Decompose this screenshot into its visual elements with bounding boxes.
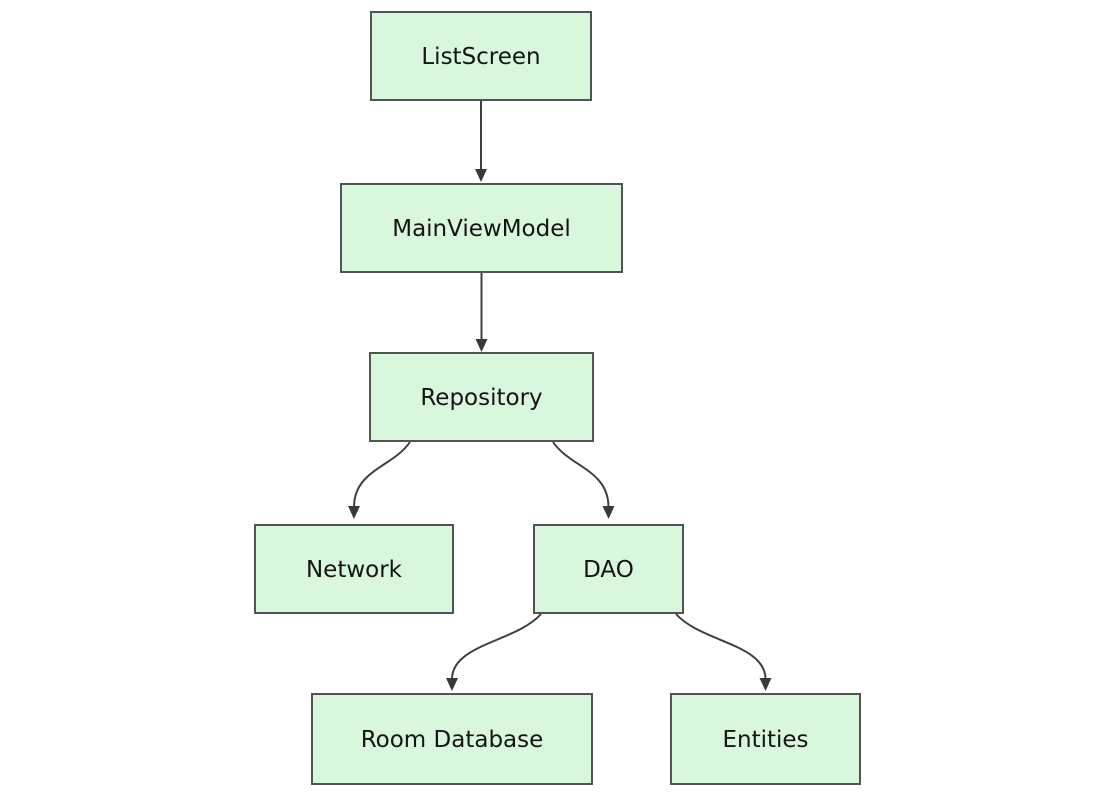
edge-dao-roomdatabase — [446, 613, 542, 691]
edge-repository-network — [348, 441, 411, 519]
edge-repository-dao — [552, 441, 615, 519]
node-room-database-label: Room Database — [361, 727, 544, 753]
node-network-box — [254, 524, 454, 614]
node-mainviewmodel-label: MainViewModel — [392, 216, 571, 242]
node-repository: Repository — [369, 352, 594, 442]
node-repository-label: Repository — [420, 385, 542, 411]
node-network: Network — [254, 524, 454, 614]
node-dao-box — [533, 524, 684, 614]
edge-dao-entities — [675, 613, 772, 691]
node-listscreen: ListScreen — [370, 11, 592, 101]
node-room-database: Room Database — [311, 693, 593, 785]
node-entities-box — [670, 693, 861, 785]
node-mainviewmodel-box — [340, 183, 623, 273]
node-entities-label: Entities — [722, 727, 808, 753]
node-listscreen-box — [370, 11, 592, 101]
node-repository-box — [369, 352, 594, 442]
node-entities: Entities — [670, 693, 861, 785]
node-dao-label: DAO — [583, 557, 634, 583]
node-listscreen-label: ListScreen — [421, 44, 540, 70]
node-network-label: Network — [306, 557, 403, 583]
node-dao: DAO — [533, 524, 684, 614]
node-room-database-box — [311, 693, 593, 785]
node-mainviewmodel: MainViewModel — [340, 183, 623, 273]
